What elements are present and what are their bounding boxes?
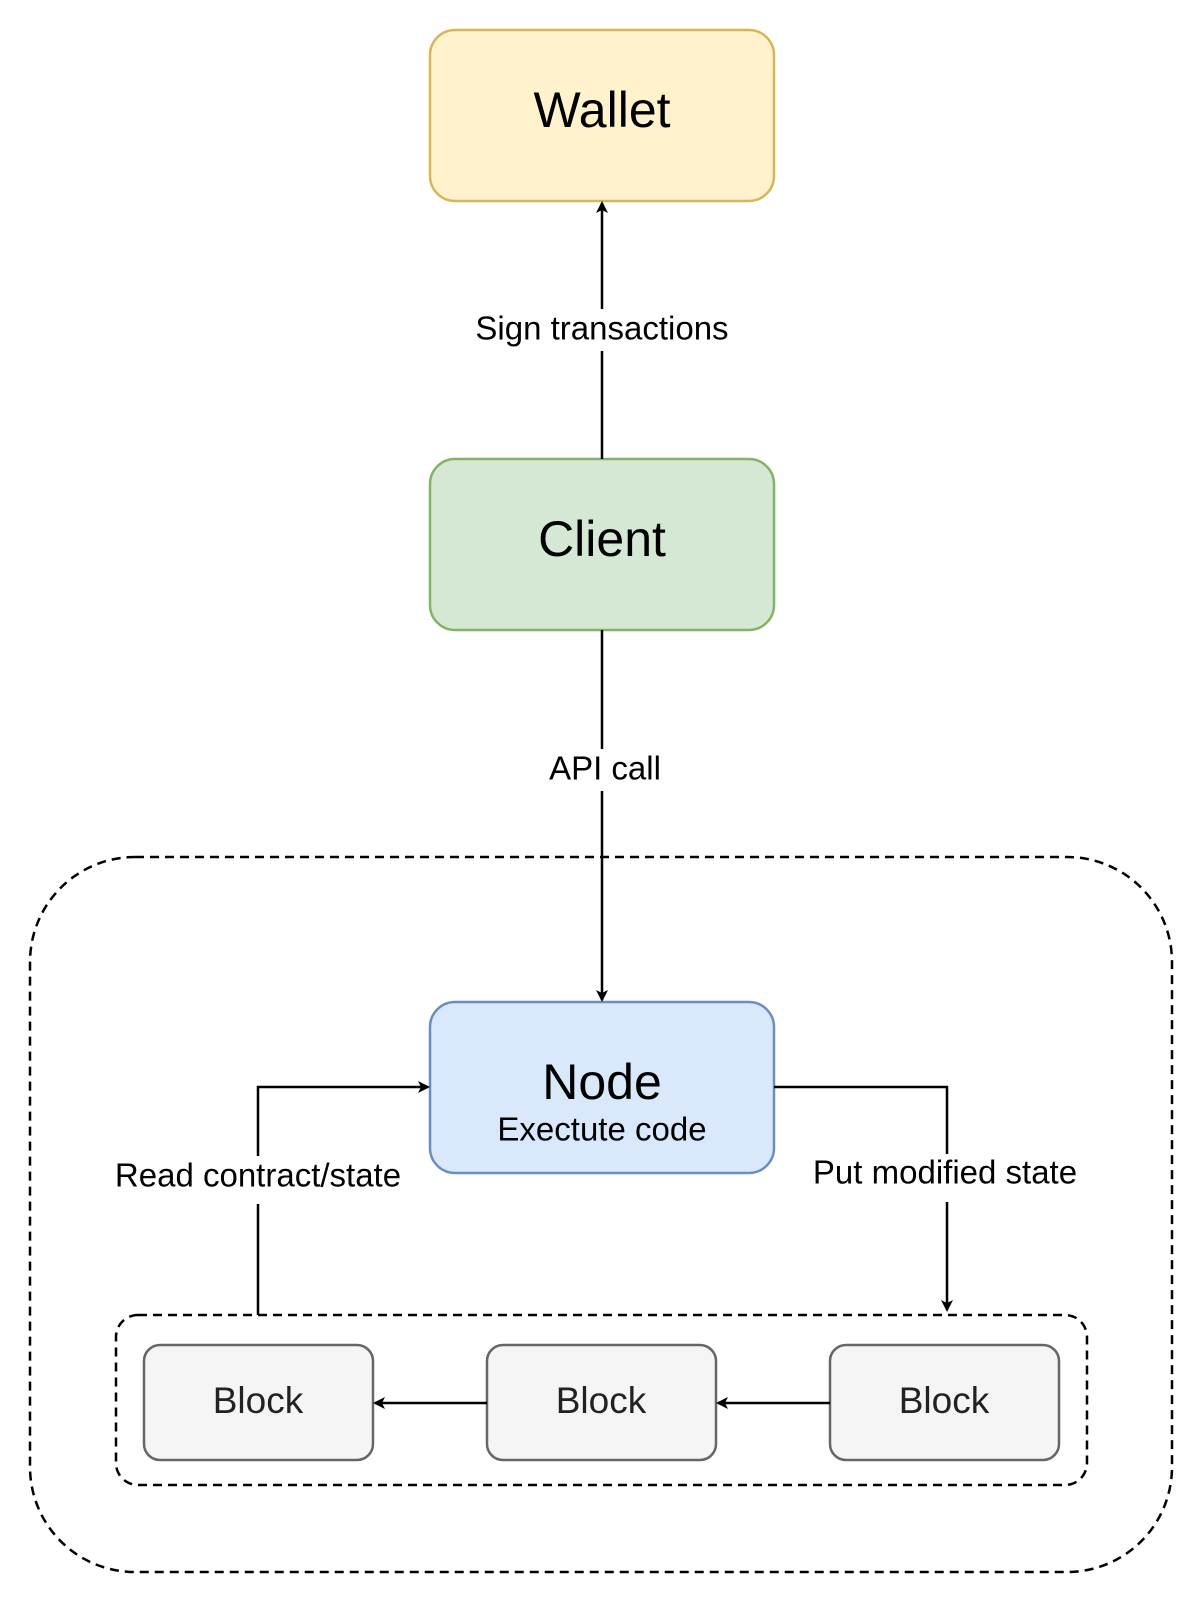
client-title: Client — [538, 511, 666, 567]
node-title: Node — [542, 1054, 662, 1110]
node-box[interactable]: Node Exectute code — [428, 1000, 776, 1175]
edge-read-label: Read contract/state — [115, 1157, 401, 1194]
client-box[interactable]: Client — [428, 457, 776, 632]
edge-read-label-bg — [96, 1156, 421, 1204]
block-2[interactable]: Block — [485, 1343, 718, 1462]
block-3[interactable]: Block — [828, 1343, 1061, 1462]
wallet-title: Wallet — [533, 82, 670, 138]
edge-put-label-bg — [795, 1154, 1097, 1202]
wallet-box[interactable]: Wallet — [428, 28, 776, 203]
edge-read-path — [256, 1081, 430, 1315]
block-1-label: Block — [213, 1380, 304, 1421]
edge-read-contract-state: Read contract/state — [96, 1081, 430, 1315]
edge-sign-label-bg — [458, 309, 746, 351]
block-1[interactable]: Block — [142, 1343, 375, 1462]
block-2-label: Block — [556, 1380, 647, 1421]
edge-sign-label: Sign transactions — [475, 310, 728, 347]
edge-sign-transactions: Sign transactions — [458, 201, 746, 459]
edge-put-modified-state: Put modified state — [774, 1085, 1097, 1312]
edge-put-path — [774, 1085, 953, 1312]
node-subtitle: Exectute code — [497, 1111, 706, 1148]
edge-api-label-bg — [541, 749, 669, 791]
edge-api-call: API call — [541, 630, 669, 1002]
block-3-label: Block — [899, 1380, 990, 1421]
edge-api-label: API call — [549, 750, 661, 787]
blockchain-container — [114, 1313, 1089, 1487]
edge-put-label: Put modified state — [813, 1154, 1077, 1191]
